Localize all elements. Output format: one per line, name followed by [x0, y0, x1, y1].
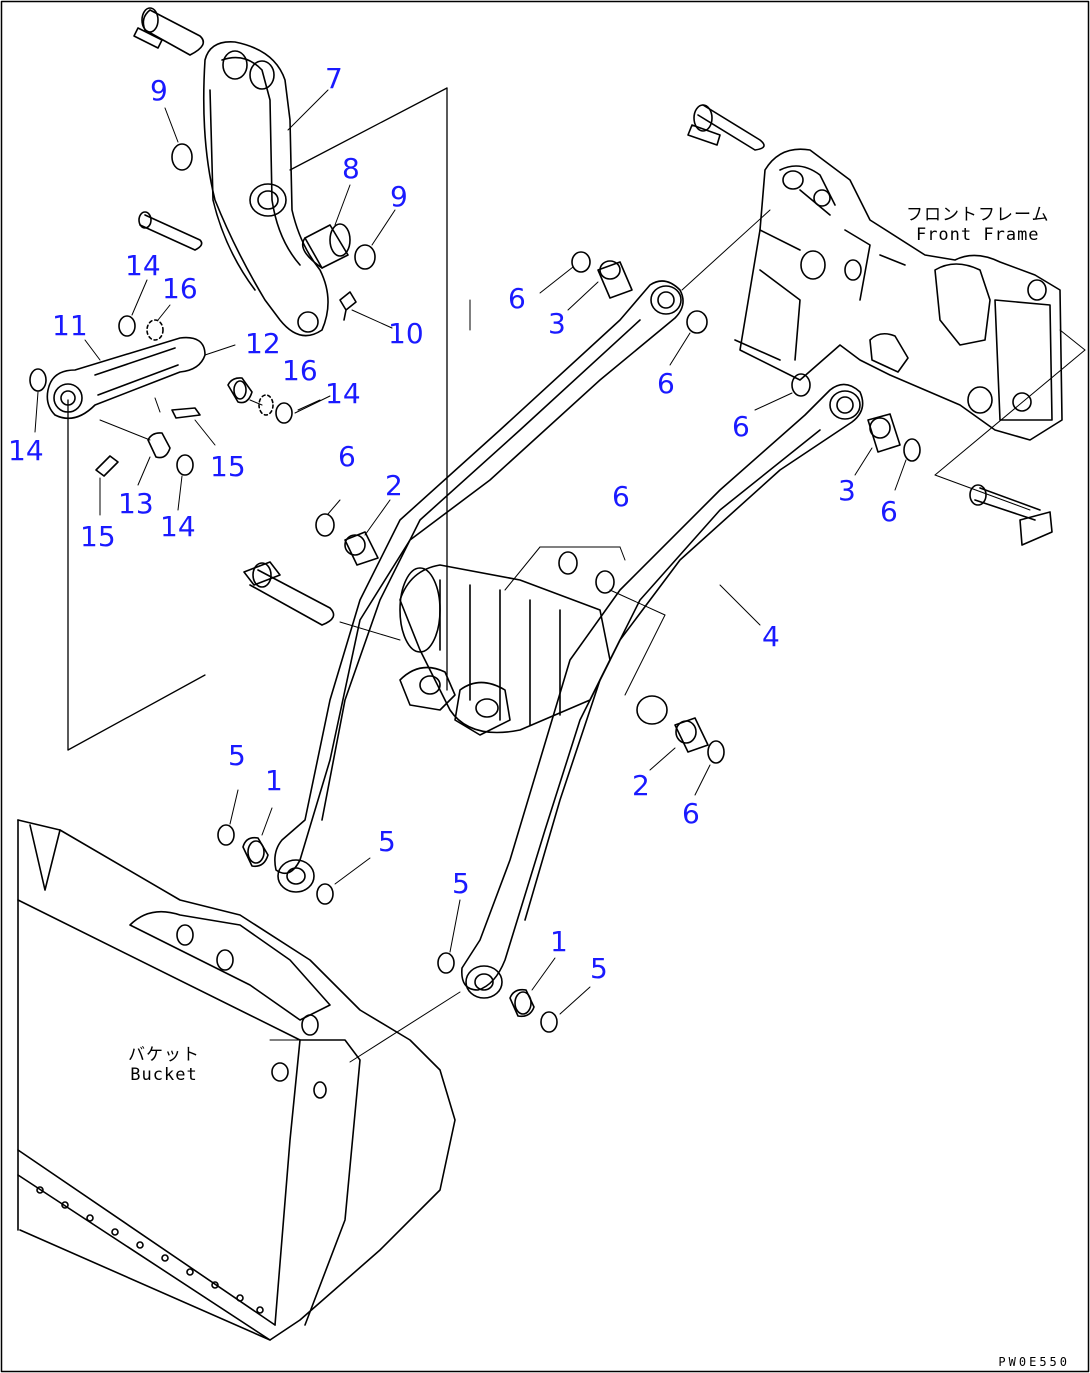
callout-14: 14: [325, 377, 361, 410]
bushing-3-upper: [597, 260, 633, 299]
detail-frame: [67, 87, 448, 751]
front-frame: [734, 148, 1063, 441]
bushing-3-lower: [867, 413, 901, 453]
ring-9-right: [354, 244, 376, 270]
bushing-2-lower: [674, 717, 709, 753]
callout-10: 10: [388, 317, 424, 350]
bushing-13: [147, 432, 171, 459]
callout-16: 16: [162, 272, 198, 305]
bushing-12-bore: [233, 380, 247, 400]
callout-14: 14: [160, 510, 196, 543]
bucket-label-jp: バケット: [128, 1045, 200, 1065]
callout-3: 3: [548, 307, 566, 340]
rings-6: [315, 251, 921, 764]
rings-5: [217, 824, 558, 1033]
ring-14-b: [29, 368, 47, 392]
ring-14-c: [275, 402, 293, 424]
bushing-1-left: [242, 836, 269, 868]
ring-9-left: [171, 143, 193, 171]
center-pin: [243, 561, 335, 626]
callout-6: 6: [612, 480, 630, 513]
callout-5: 5: [590, 952, 608, 985]
bushing-8: [301, 223, 351, 269]
callout-6: 6: [732, 410, 750, 443]
ring-16-a: [146, 319, 164, 341]
bushing-1-right: [509, 988, 535, 1018]
bell-crank: [202, 41, 329, 337]
callout-9: 9: [390, 180, 408, 213]
front-frame-label: フロントフレーム Front Frame: [906, 205, 1050, 245]
bushing-2-upper: [344, 531, 379, 566]
callout-5: 5: [378, 825, 396, 858]
callout-1: 1: [550, 925, 568, 958]
callout-2: 2: [385, 469, 403, 502]
bucket-bolts: [36, 1186, 264, 1314]
callout-16: 16: [282, 354, 318, 387]
bucket-label-en: Bucket: [130, 1065, 198, 1085]
bucket-leaders: [269, 991, 461, 1063]
top-right-pin: [687, 104, 765, 151]
callout-14: 14: [125, 249, 161, 282]
grease-fitting-10: [339, 291, 357, 321]
callout-13: 13: [118, 487, 154, 520]
frame-leaders: [681, 209, 1086, 511]
callout-2: 2: [632, 769, 650, 802]
callout-6: 6: [508, 282, 526, 315]
callout-12: 12: [245, 327, 281, 360]
left-lift-arm: [274, 280, 684, 893]
callout-6: 6: [657, 367, 675, 400]
front-frame-label-jp: フロントフレーム: [906, 205, 1050, 225]
callout-6: 6: [338, 440, 356, 473]
front-frame-label-en: Front Frame: [915, 225, 1040, 245]
inset-leaders: [99, 344, 321, 446]
callout-15: 15: [210, 450, 246, 483]
ring-14-d: [176, 454, 194, 476]
drawing-code: PW0E550: [998, 1355, 1070, 1369]
link-11: [46, 336, 206, 420]
callout-4: 4: [762, 620, 780, 653]
callout-5: 5: [228, 739, 246, 772]
center-leaders: [339, 299, 666, 696]
link-pin: [138, 211, 203, 251]
top-pin: [133, 7, 205, 56]
callout-leaders: [34, 89, 907, 1015]
ring-14-a: [118, 315, 136, 337]
bushing-12: [227, 377, 253, 404]
right-lift-arm: [461, 383, 864, 999]
callout-8: 8: [342, 152, 360, 185]
callout-5: 5: [452, 867, 470, 900]
callout-14: 14: [8, 434, 44, 467]
ring-16-b: [258, 394, 274, 416]
arm-boss: [636, 695, 668, 725]
lower-right-pin: [969, 484, 1053, 546]
callout-3: 3: [838, 474, 856, 507]
callout-6: 6: [880, 495, 898, 528]
callout-7: 7: [325, 62, 343, 95]
callout-11: 11: [52, 309, 88, 342]
bucket-label: バケット Bucket: [128, 1045, 200, 1085]
bucket: [17, 819, 456, 1341]
callout-15: 15: [80, 520, 116, 553]
callout-1: 1: [265, 764, 283, 797]
callout-9: 9: [150, 74, 168, 107]
cross-tube: [399, 564, 611, 736]
callout-6: 6: [682, 797, 700, 830]
grease-fitting-15a: [171, 407, 201, 419]
grease-fitting-15b: [95, 455, 119, 477]
